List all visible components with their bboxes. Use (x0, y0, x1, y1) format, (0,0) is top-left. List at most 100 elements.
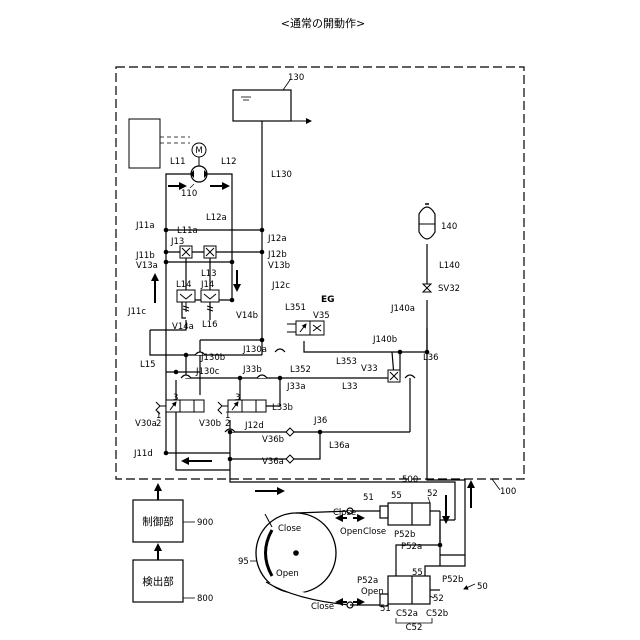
label-port2-v30a: 2 (156, 419, 161, 429)
valve-sv32 (423, 284, 431, 292)
label-51-bot: 51 (380, 604, 391, 614)
motor-label: M (195, 146, 202, 156)
label-V36a: V36a (262, 457, 284, 467)
label-J12d: J12d (244, 421, 264, 431)
label-L353: L353 (336, 357, 357, 367)
label-V36b: V36b (262, 435, 284, 445)
label-55-bot: 55 (412, 568, 423, 578)
label-L130: L130 (271, 170, 292, 180)
ref-disc: 95 (238, 557, 249, 567)
label-V30b: V30b (199, 419, 221, 429)
label-L140: L140 (439, 261, 460, 271)
label-EG: EG (321, 295, 335, 305)
detection-unit-label: 検出部 (142, 575, 174, 588)
valve-v14a (177, 290, 195, 312)
label-J130c: J130c (195, 367, 220, 377)
diagram-title: <通常の開動作> (281, 16, 365, 30)
label-L15: L15 (140, 360, 156, 370)
label-L16: L16 (202, 320, 218, 330)
label-J12b: J12b (267, 250, 287, 260)
label-51-top: 51 (363, 493, 374, 503)
label-J12c: J12c (271, 281, 290, 291)
ref-actuator-bottom: 52 (433, 594, 444, 604)
label-L14: L14 (176, 280, 192, 290)
label-55-top: 55 (391, 491, 402, 501)
label-J33b: J33b (242, 365, 262, 375)
ref-actuator-top: 52 (427, 489, 438, 499)
leader-50 (464, 584, 475, 589)
label-J130b: J130b (200, 353, 225, 363)
motor-controller-box (129, 119, 160, 168)
label-open-4: Open (361, 587, 384, 597)
label-J12a: J12a (267, 234, 287, 244)
accumulator-140 (419, 204, 435, 258)
label-L12a: L12a (206, 213, 227, 223)
check-valve-v13a (180, 246, 192, 258)
valve-v33 (388, 370, 400, 382)
label-close-4: Close (311, 602, 334, 612)
label-P52a-top: P52a (401, 542, 422, 552)
label-L11: L11 (170, 157, 186, 167)
ref-actuator-group: 50 (477, 582, 488, 592)
leader-110 (190, 184, 194, 188)
label-J140a: J140a (390, 304, 415, 314)
label-C52b: C52b (426, 609, 448, 619)
label-close-1: Close (333, 508, 356, 518)
label-L33: L33 (342, 382, 358, 392)
label-SV32: SV32 (438, 284, 460, 294)
label-port3-v30b: 3 (235, 393, 240, 403)
label-P52b-bot: P52b (442, 575, 463, 585)
label-V13b: V13b (268, 261, 290, 271)
label-J13: J13 (170, 237, 184, 247)
label-C52a: C52a (396, 609, 418, 619)
valve-v14b (201, 290, 219, 312)
label-J11a: J11a (135, 221, 155, 231)
label-P52a-bot: P52a (357, 576, 378, 586)
control-unit-ref: 900 (197, 518, 213, 528)
tank-130 (233, 80, 312, 124)
control-unit-label: 制御部 (142, 515, 174, 528)
label-J140b: J140b (372, 335, 397, 345)
valve-v36b (286, 428, 294, 436)
label-500: 500 (402, 475, 418, 485)
label-L33b: L33b (272, 403, 293, 413)
label-J33a: J33a (286, 382, 306, 392)
label-L13: L13 (201, 269, 217, 279)
label-L36a: L36a (329, 441, 350, 451)
label-V30a: V30a (135, 419, 157, 429)
label-port3-v30a: 3 (173, 393, 178, 403)
label-J11b: J11b (135, 251, 155, 261)
actuator-top (350, 503, 440, 525)
label-V33: V33 (361, 364, 378, 374)
label-P52b-top: P52b (394, 530, 415, 540)
valve-v36a (286, 455, 294, 463)
valve-v35 (287, 321, 324, 335)
label-V13a: V13a (136, 261, 158, 271)
main-lines (150, 121, 465, 555)
label-V14a: V14a (172, 322, 194, 332)
ref-enclosure: 100 (500, 487, 516, 497)
detection-unit-ref: 800 (197, 594, 213, 604)
check-valve-v13b (204, 246, 216, 258)
label-close-2: Close (363, 527, 386, 537)
label-L11a: L11a (177, 226, 198, 236)
label-port2-v30b: 2 (225, 419, 230, 429)
label-L351: L351 (285, 303, 306, 313)
label-L352: L352 (290, 365, 311, 375)
label-open-3: Open (276, 569, 299, 579)
ref-tank: 130 (288, 73, 304, 83)
label-open-1: Open (340, 527, 363, 537)
label-L36: L36 (423, 353, 439, 363)
label-V35: V35 (313, 311, 330, 321)
label-L12: L12 (221, 157, 237, 167)
label-J14: J14 (200, 280, 214, 290)
valve-v30a (156, 400, 204, 414)
label-V14b: V14b (236, 311, 258, 321)
ref-accumulator: 140 (441, 222, 457, 232)
label-close-3: Close (278, 524, 301, 534)
ref-pump: 110 (181, 189, 197, 199)
label-C52: C52 (406, 623, 423, 633)
label-J130a: J130a (242, 345, 267, 355)
